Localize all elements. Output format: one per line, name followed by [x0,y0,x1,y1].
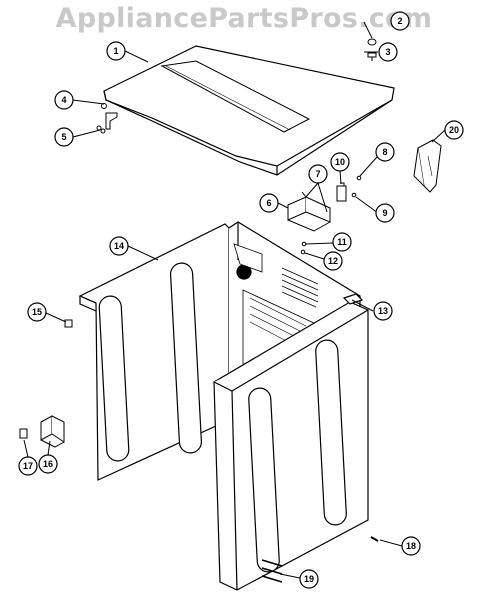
mounting-bracket [19,415,65,448]
callout-label-10: 10 [335,157,345,167]
screws-11-12 [300,241,307,255]
callout-label-5: 5 [61,132,66,142]
callout-label-1: 1 [113,46,118,56]
callout-13: 13 [373,301,393,321]
callout-14: 14 [109,236,129,256]
callout-8: 8 [375,142,395,162]
callout-label-16: 16 [43,459,53,469]
callout-label-12: 12 [328,256,338,266]
callout-label-7: 7 [315,169,320,179]
callout-label-2: 2 [397,16,402,26]
callout-label-4: 4 [61,95,66,105]
cabinet-right-panel [213,293,369,591]
small-parts-top [367,38,377,61]
callout-label-19: 19 [304,574,314,584]
callout-label-8: 8 [382,147,387,157]
callout-10: 10 [330,152,350,172]
callout-6: 6 [259,193,279,213]
callout-2: 2 [390,11,410,31]
callout-15: 15 [27,302,47,322]
top-cover [103,45,395,176]
callout-4: 4 [54,90,74,110]
callout-label-17: 17 [23,461,33,471]
callout-label-14: 14 [114,241,124,251]
control-bracket [287,191,331,232]
callout-label-6: 6 [266,198,271,208]
callout-17: 17 [18,456,38,476]
callout-label-20: 20 [449,125,459,135]
callout-label-15: 15 [32,307,42,317]
callout-label-11: 11 [337,237,347,247]
wire-clip [413,139,442,193]
callout-label-9: 9 [382,208,387,218]
callout-label-3: 3 [385,47,390,57]
callout-18: 18 [401,536,421,556]
callout-19: 19 [299,569,319,589]
callout-1: 1 [106,41,126,61]
callout-label-13: 13 [378,306,388,316]
callout-3: 3 [378,42,398,62]
callout-16: 16 [38,454,58,474]
callout-5: 5 [54,127,74,147]
screws-misc [64,319,379,583]
hinge-bracket [96,103,118,134]
callout-9: 9 [375,203,395,223]
callout-7: 7 [308,164,328,184]
leader-lines [23,21,446,579]
callout-20: 20 [444,120,464,140]
watermark-text: AppliancePartsPros.com [55,3,433,34]
callout-label-18: 18 [406,541,416,551]
callout-11: 11 [332,232,352,252]
callout-12: 12 [323,251,343,271]
